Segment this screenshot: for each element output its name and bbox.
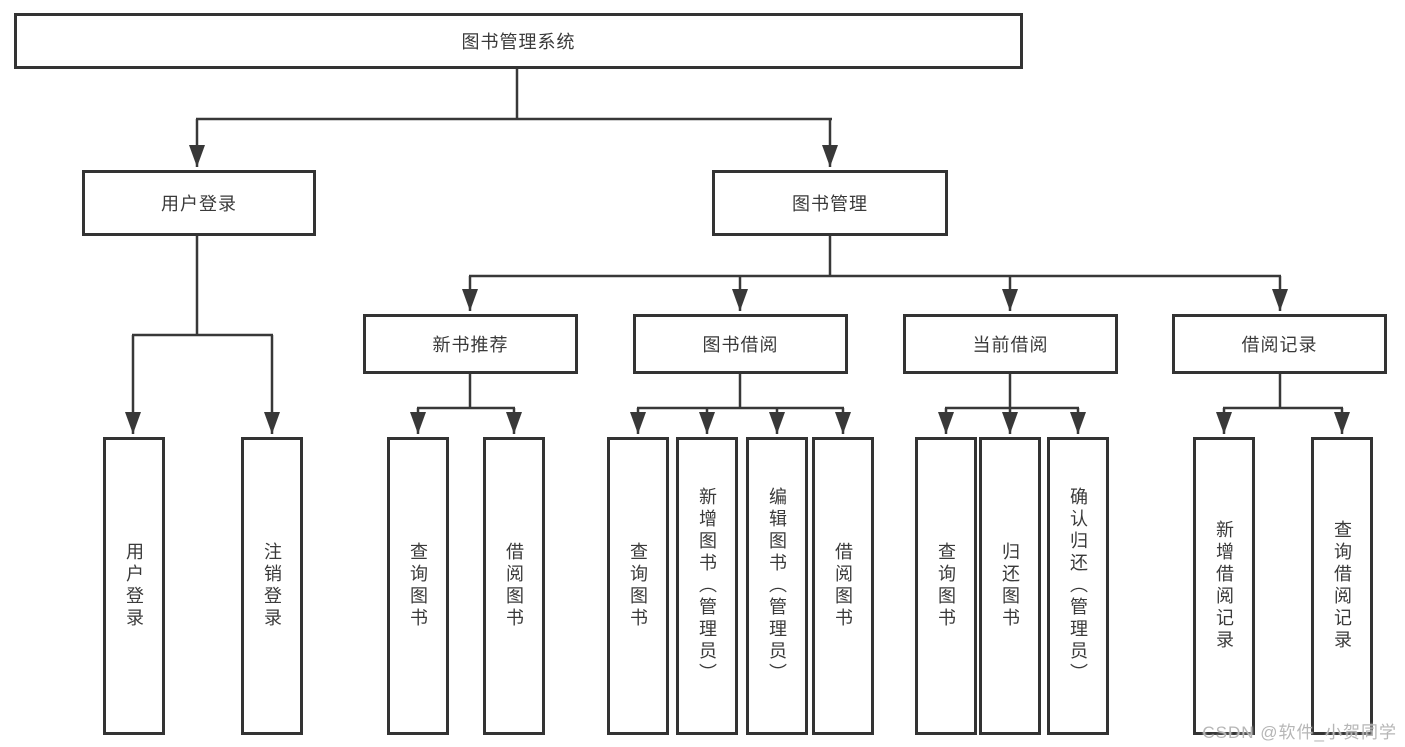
- node-current-borrowing: 当前借阅: [903, 314, 1118, 374]
- node-borrowing-records: 借阅记录: [1172, 314, 1387, 374]
- leaf-logout: 注销登录: [241, 437, 303, 735]
- leaf-return-books: 归还图书: [979, 437, 1041, 735]
- node-library-management-system: 图书管理系统: [14, 13, 1023, 69]
- leaf-add-borrow-record: 新增借阅记录: [1193, 437, 1255, 735]
- leaf-add-books-admin: 新增图书（管理员）: [676, 437, 738, 735]
- node-user-login: 用户登录: [82, 170, 316, 236]
- leaf-query-books-current: 查询图书: [915, 437, 977, 735]
- csdn-watermark: CSDN @软件_小贺同学: [1202, 723, 1397, 742]
- leaf-query-borrow-record: 查询借阅记录: [1311, 437, 1373, 735]
- leaf-borrow-books-borrowing: 借阅图书: [812, 437, 874, 735]
- leaf-edit-books-admin: 编辑图书（管理员）: [746, 437, 808, 735]
- node-book-management: 图书管理: [712, 170, 948, 236]
- leaf-confirm-return-admin: 确认归还（管理员）: [1047, 437, 1109, 735]
- node-new-book-recommend: 新书推荐: [363, 314, 578, 374]
- leaf-query-books-borrowing: 查询图书: [607, 437, 669, 735]
- leaf-user-login: 用户登录: [103, 437, 165, 735]
- node-book-borrowing: 图书借阅: [633, 314, 848, 374]
- leaf-query-books-recommend: 查询图书: [387, 437, 449, 735]
- leaf-borrow-books-recommend: 借阅图书: [483, 437, 545, 735]
